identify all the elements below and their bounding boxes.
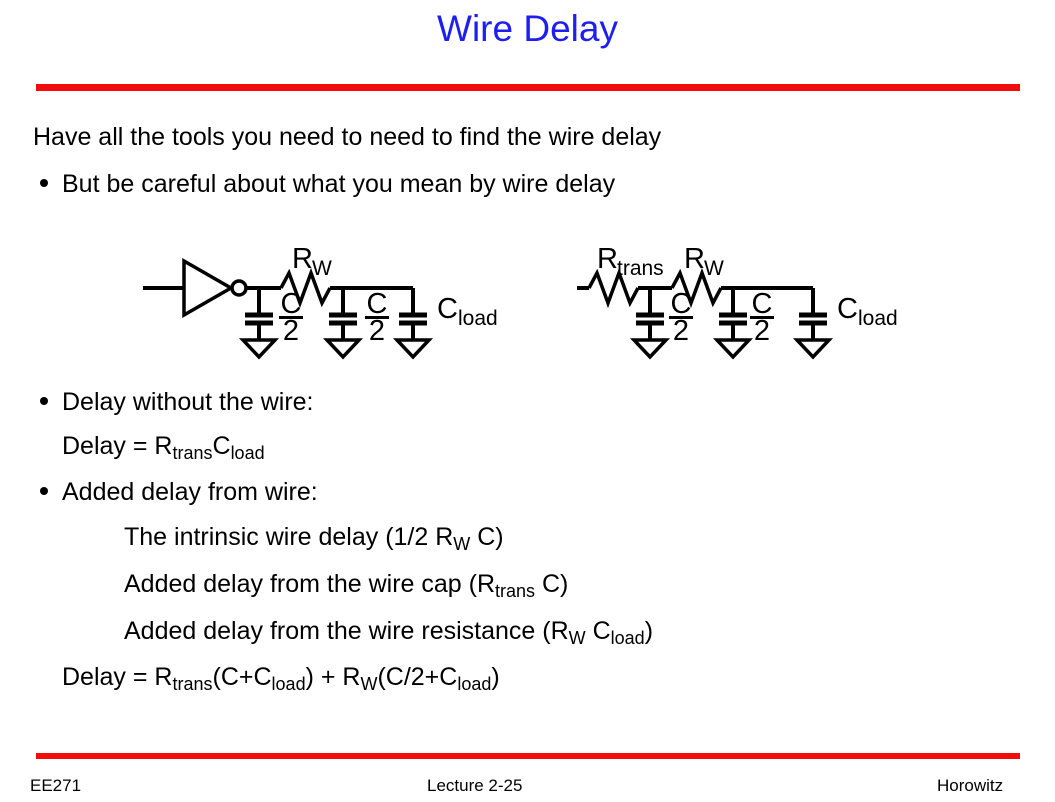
left-resistor-rw-sub: W [312, 257, 332, 280]
right-resistor-rtrans-sub: trans [617, 257, 664, 280]
right-circuit-diagram [577, 267, 834, 360]
inverter-bubble [230, 279, 248, 297]
bullet-no-wire: Delay without the wire: [40, 387, 314, 417]
intro-text: Have all the tools you need to need to f… [33, 123, 662, 151]
page-title: Wire Delay [437, 8, 618, 49]
right-resistor-rw-label: R [684, 243, 705, 275]
bullet-added-delay: Added delay from wire: [40, 477, 318, 507]
top-divider-rule [36, 84, 1020, 91]
left-cap-half-b-den: 2 [369, 315, 385, 347]
right-cap-half-a-num: C [671, 288, 692, 320]
detail-wire-cap-delay: Added delay from the wire cap (Rtrans C) [124, 570, 569, 601]
right-capacitor-half-a [629, 288, 671, 360]
left-cap-half-a-num: C [281, 288, 302, 320]
formula-no-wire: Delay = RtransCload [62, 432, 265, 463]
left-cap-load-sub: load [458, 307, 498, 330]
bullet-careful: But be careful about what you mean by wi… [40, 169, 615, 199]
left-circuit-diagram [143, 257, 434, 360]
ground-symbol [712, 338, 754, 360]
wire-delay-circuit-diagrams: R W C 2 C 2 C load [143, 243, 898, 360]
ground-symbol [322, 338, 364, 360]
formula-total-delay: Delay = Rtrans(C+Cload) + RW(C/2+Cload) [62, 663, 500, 694]
left-cap-half-a-den: 2 [283, 315, 299, 347]
bullet-no-wire-text: Delay without the wire: [62, 388, 314, 416]
left-resistor-rw-label: R [292, 243, 313, 275]
right-resistor-rw-sub: W [704, 257, 724, 280]
ground-symbol [629, 338, 671, 360]
ground-symbol [792, 338, 834, 360]
left-resistor-rw-symbol [279, 267, 332, 309]
right-cap-half-b-den: 2 [754, 315, 770, 347]
footer-course: EE271 [30, 776, 82, 795]
bullet-dot [40, 179, 48, 187]
right-resistor-rw-symbol [670, 267, 723, 309]
inverter-symbol [182, 257, 235, 319]
right-cap-half-b-num: C [752, 288, 773, 320]
bullet-added-delay-text: Added delay from wire: [62, 478, 318, 506]
left-capacitor-half-a [238, 288, 280, 360]
bullet-dot [40, 487, 48, 495]
ground-symbol [238, 338, 280, 360]
left-cap-half-b-num: C [367, 288, 388, 320]
left-cap-load-label: C [437, 293, 458, 325]
right-cap-half-a-den: 2 [673, 315, 689, 347]
right-capacitor-load [792, 288, 834, 360]
right-cap-load-sub: load [858, 307, 898, 330]
right-resistor-rtrans-symbol [587, 267, 640, 309]
bullet-careful-text: But be careful about what you mean by wi… [62, 170, 616, 198]
footer-author: Horowitz [937, 776, 1004, 795]
right-cap-load-label: C [837, 293, 858, 325]
left-capacitor-half-b [322, 288, 364, 360]
footer-lecture: Lecture 2-25 [427, 776, 523, 795]
right-capacitor-half-b [712, 288, 754, 360]
left-capacitor-load [392, 288, 434, 360]
bottom-divider-rule [36, 753, 1020, 759]
ground-symbol [392, 338, 434, 360]
detail-intrinsic-delay: The intrinsic wire delay (1/2 RW C) [124, 523, 504, 554]
bullet-dot [40, 397, 48, 405]
right-resistor-rtrans-label: R [597, 243, 618, 275]
detail-wire-resistance-delay: Added delay from the wire resistance (RW… [124, 617, 654, 648]
